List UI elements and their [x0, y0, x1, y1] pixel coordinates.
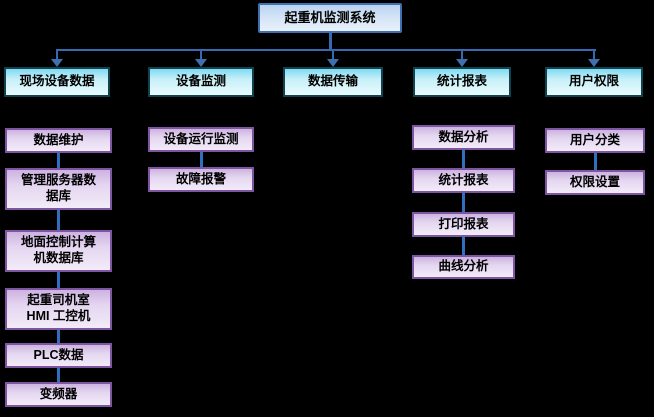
- connector-vertical: [57, 272, 60, 288]
- connector-drop-3: [332, 50, 334, 60]
- node-user-classification: 用户分类: [545, 128, 645, 153]
- arrow-down-icon: [456, 59, 468, 67]
- connector-vertical: [200, 152, 203, 167]
- connector-drop-1: [56, 50, 58, 60]
- node-statistical-report: 统计报表: [412, 168, 515, 193]
- arrow-down-icon: [51, 59, 63, 67]
- node-ground-control-computer-database: 地面控制计算 机数据库: [5, 230, 112, 272]
- node-fault-alarm: 故障报警: [148, 167, 254, 192]
- node-curve-analysis: 曲线分析: [412, 255, 515, 279]
- node-branch-user-permissions: 用户权限: [545, 67, 643, 97]
- node-data-analysis: 数据分析: [412, 125, 515, 150]
- connector-rail: [56, 49, 596, 51]
- node-plc-data: PLC数据: [5, 343, 112, 368]
- node-branch-field-device-data: 现场设备数据: [4, 67, 110, 97]
- node-branch-data-transmission: 数据传输: [283, 67, 383, 97]
- connector-drop-2: [200, 50, 202, 60]
- node-print-report: 打印报表: [412, 212, 515, 237]
- node-data-maintenance: 数据维护: [5, 128, 112, 153]
- connector-vertical: [57, 210, 60, 230]
- arrow-down-icon: [588, 59, 600, 67]
- connector-vertical: [594, 153, 597, 170]
- arrow-down-icon: [327, 59, 339, 67]
- node-frequency-converter: 变频器: [5, 382, 112, 407]
- connector-drop-4: [461, 50, 463, 60]
- node-management-server-database: 管理服务器数 据库: [5, 168, 112, 210]
- connector-root-stem: [329, 33, 332, 50]
- node-permission-settings: 权限设置: [545, 170, 645, 195]
- arrow-down-icon: [195, 59, 207, 67]
- node-root: 起重机监测系统: [258, 3, 402, 33]
- node-crane-cab-hmi-computer: 起重司机室 HMI 工控机: [5, 288, 112, 330]
- node-equipment-operation-monitoring: 设备运行监测: [148, 127, 254, 152]
- connector-vertical: [462, 237, 465, 255]
- connector-vertical: [57, 368, 60, 382]
- connector-vertical: [462, 150, 465, 168]
- connector-vertical: [57, 153, 60, 168]
- node-branch-device-monitoring: 设备监测: [148, 67, 254, 97]
- connector-drop-5: [593, 50, 595, 60]
- connector-vertical: [462, 193, 465, 212]
- node-branch-statistical-reports: 统计报表: [413, 67, 511, 97]
- connector-vertical: [57, 330, 60, 343]
